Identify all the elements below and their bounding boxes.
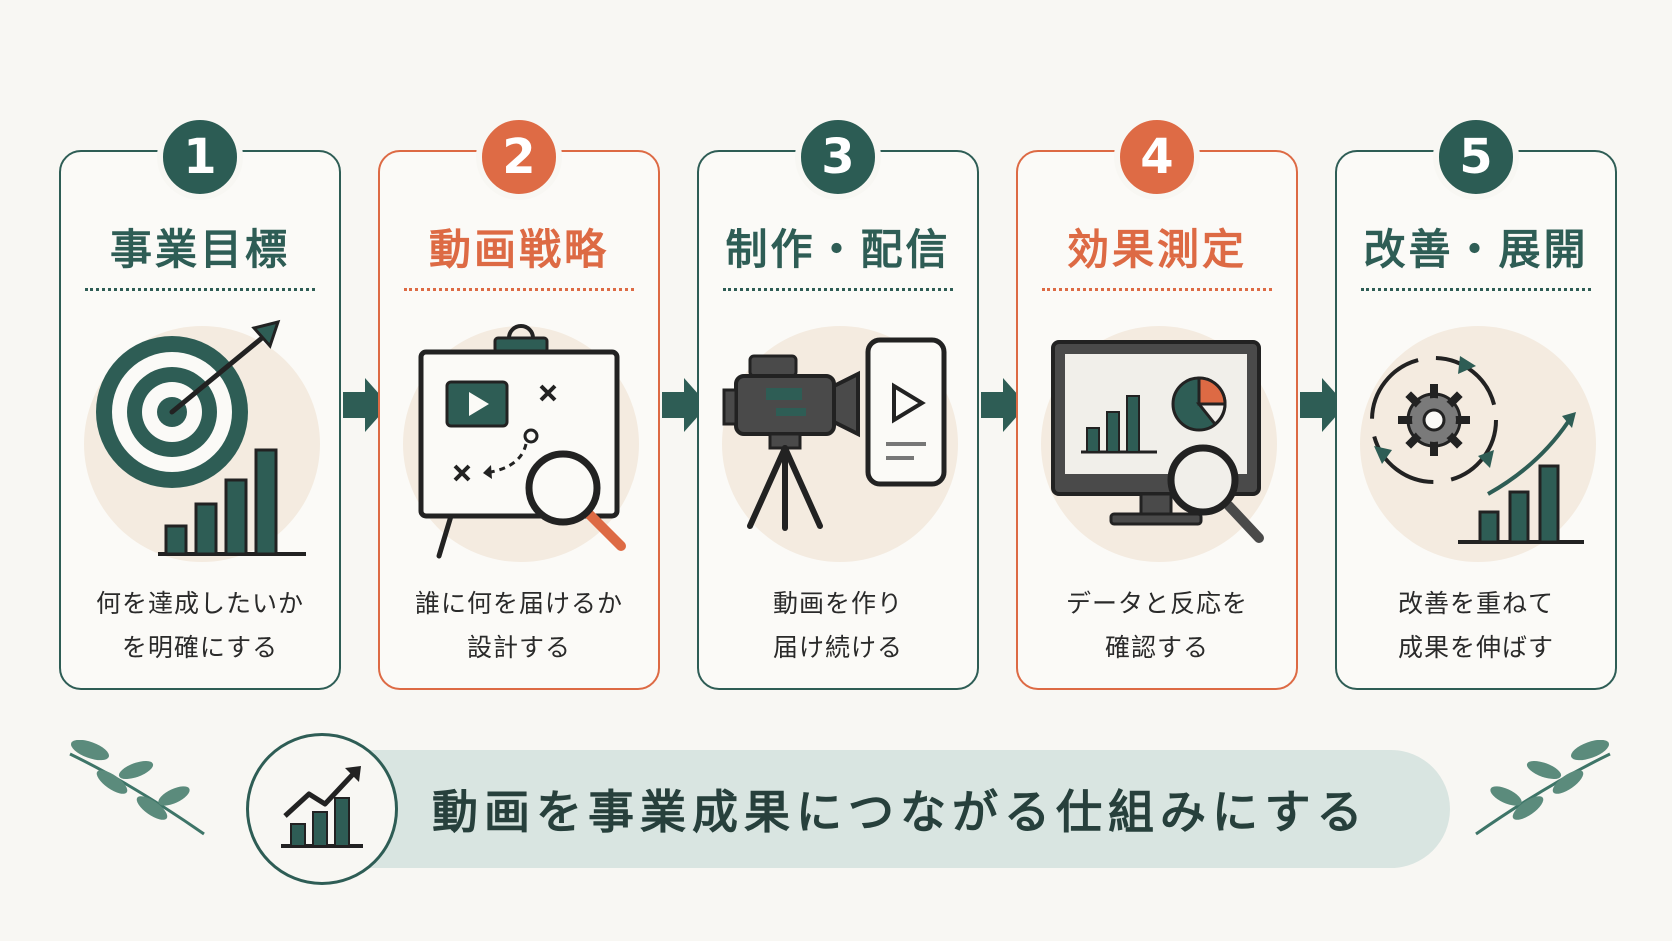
step-description: 動画を作り 届け続ける <box>772 589 903 662</box>
growth-chart-icon <box>281 766 363 848</box>
step-description: データと反応を 確認する <box>1065 589 1248 662</box>
step-card-5: 5 改善・展開 改善を重ねて 成果を伸ばす <box>1335 114 1617 690</box>
step-title: 効果測定 <box>1066 225 1247 274</box>
step-card-2: 2 動画戦略 誰に何を届けるか 設計する <box>378 114 660 690</box>
monitor-analytics-icon <box>1051 340 1264 543</box>
banner-message: 動画を事業成果につながる仕組みにする <box>432 785 1369 839</box>
summary-banner <box>300 750 1450 868</box>
leaf-branch-icon <box>69 740 205 836</box>
video-camera-icon <box>722 337 947 531</box>
step-card-3: 3 制作・配信 動画を作り 届け続ける <box>697 114 979 690</box>
step-title: 制作・配信 <box>725 225 951 274</box>
dotted-divider <box>1361 288 1591 291</box>
step-card-1: 1 事業目標 何を達成したいか を明確にする <box>59 114 341 690</box>
dotted-divider <box>723 288 953 291</box>
step-description: 誰に何を届けるか 設計する <box>414 589 623 662</box>
step-title: 事業目標 <box>109 225 290 274</box>
dotted-divider <box>1042 288 1272 291</box>
step-number-badge: 2 <box>476 114 562 200</box>
step-card-4: 4 効果測定 データと反応を 確認する <box>1016 114 1298 690</box>
leaf-branch-icon <box>1475 740 1611 836</box>
arrow-right-icon <box>343 378 389 432</box>
strategy-board-icon <box>418 324 626 559</box>
step-number-badge: 3 <box>795 114 881 200</box>
target-icon <box>96 319 306 556</box>
banner-icon-circle <box>246 733 398 885</box>
arrow-right-icon <box>662 378 708 432</box>
step-number-badge: 5 <box>1433 114 1519 200</box>
step-number-badge: 1 <box>157 114 243 200</box>
step-description: 何を達成したいか を明確にする <box>95 589 304 662</box>
step-title: 改善・展開 <box>1363 225 1589 274</box>
arrow-right-icon <box>1300 378 1346 432</box>
step-description: 改善を重ねて 成果を伸ばす <box>1397 589 1554 662</box>
step-title: 動画戦略 <box>428 225 609 274</box>
dotted-divider <box>85 288 315 291</box>
dotted-divider <box>404 288 634 291</box>
step-number-badge: 4 <box>1114 114 1200 200</box>
arrow-right-icon <box>981 378 1027 432</box>
gear-cycle-icon <box>1370 356 1584 544</box>
